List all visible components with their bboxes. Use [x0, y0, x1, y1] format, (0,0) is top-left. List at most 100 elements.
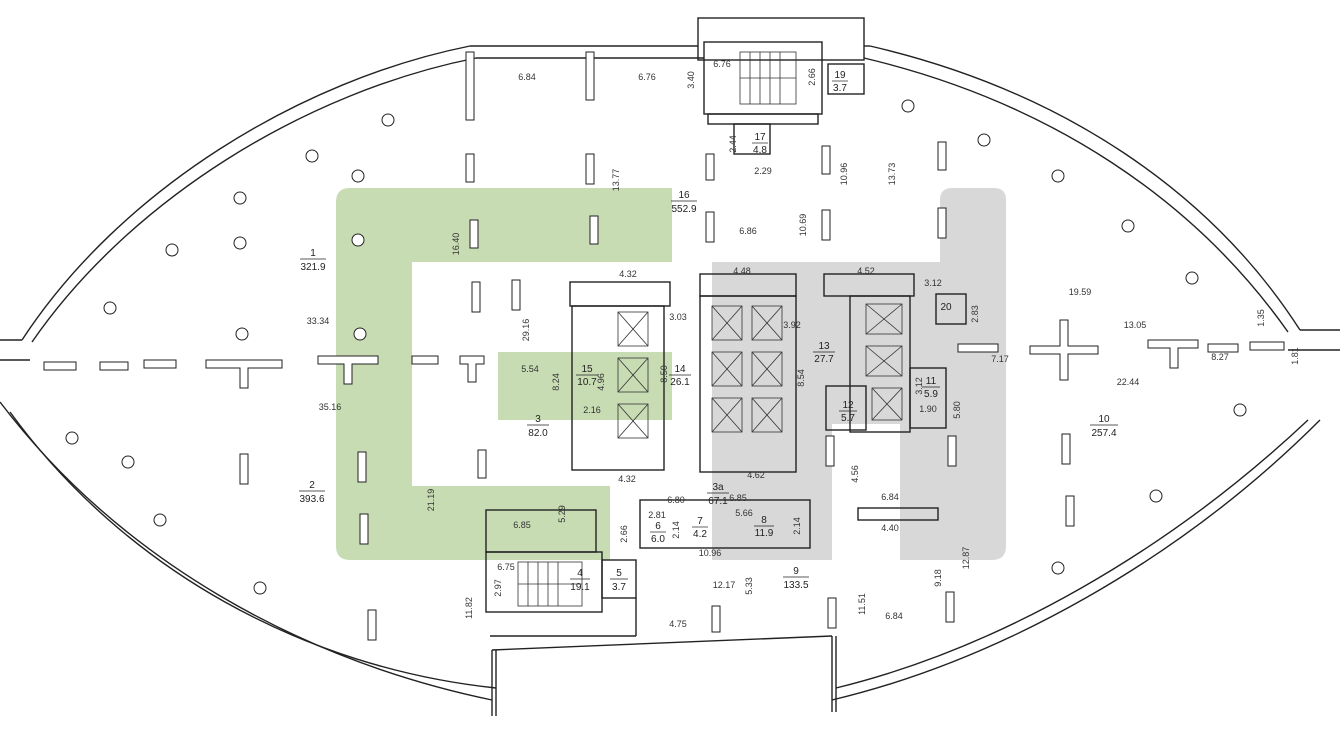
svg-text:5.29: 5.29	[557, 505, 567, 523]
svg-text:11.82: 11.82	[464, 597, 474, 619]
svg-text:393.6: 393.6	[299, 494, 324, 505]
elevator-shafts	[617, 303, 903, 439]
svg-text:2.66: 2.66	[807, 68, 817, 86]
svg-text:7.17: 7.17	[991, 354, 1009, 364]
room-13: 13 27.7	[813, 341, 835, 365]
svg-text:5.54: 5.54	[521, 364, 539, 374]
svg-text:6.75: 6.75	[497, 562, 515, 572]
room-8: 8 11.9	[754, 515, 774, 539]
svg-text:35.16: 35.16	[319, 402, 342, 412]
room-3: 3 82.0	[527, 414, 549, 439]
svg-text:6.76: 6.76	[638, 72, 656, 82]
svg-text:11.9: 11.9	[755, 528, 774, 539]
watermark-logo	[336, 188, 1006, 560]
svg-text:3a: 3a	[712, 482, 724, 493]
room-17: 17 4.8	[752, 132, 768, 156]
svg-text:4.2: 4.2	[693, 529, 707, 540]
svg-text:8.27: 8.27	[1211, 352, 1229, 362]
svg-text:12.17: 12.17	[713, 580, 736, 590]
svg-text:8: 8	[761, 515, 767, 526]
svg-text:3.03: 3.03	[669, 312, 687, 322]
svg-text:12.87: 12.87	[961, 547, 971, 570]
svg-text:2.83: 2.83	[970, 305, 980, 323]
svg-text:5.9: 5.9	[924, 389, 938, 400]
logo-gray-frame	[712, 188, 1006, 560]
svg-text:3.7: 3.7	[612, 582, 626, 593]
room-20: 20	[940, 302, 952, 313]
core-walls	[485, 41, 967, 637]
svg-text:3.12: 3.12	[914, 377, 924, 395]
svg-text:16.40: 16.40	[451, 233, 461, 256]
svg-text:22.44: 22.44	[1117, 377, 1140, 387]
svg-text:11.51: 11.51	[857, 593, 867, 615]
svg-text:5.7: 5.7	[841, 413, 855, 424]
svg-text:3.40: 3.40	[686, 71, 696, 89]
svg-text:6.80: 6.80	[667, 495, 685, 505]
svg-text:19.59: 19.59	[1069, 287, 1092, 297]
svg-text:7: 7	[697, 516, 703, 527]
room-9: 9 133.5	[783, 566, 809, 591]
svg-text:6.76: 6.76	[713, 59, 731, 69]
svg-text:21.19: 21.19	[426, 489, 436, 512]
svg-text:8.24: 8.24	[551, 373, 561, 391]
svg-text:17: 17	[754, 132, 766, 143]
svg-text:82.0: 82.0	[528, 428, 548, 439]
svg-text:11: 11	[926, 376, 937, 387]
svg-text:3: 3	[535, 414, 541, 425]
svg-text:2.16: 2.16	[583, 405, 601, 415]
svg-text:2.29: 2.29	[754, 166, 772, 176]
svg-text:10.96: 10.96	[839, 163, 849, 186]
svg-text:2.14: 2.14	[792, 517, 802, 535]
svg-text:4.40: 4.40	[881, 523, 899, 533]
svg-text:6.84: 6.84	[518, 72, 536, 82]
svg-text:3.92: 3.92	[783, 320, 801, 330]
svg-text:5.66: 5.66	[735, 508, 753, 518]
columns	[65, 99, 1247, 595]
room-6: 6 6.0	[650, 521, 666, 545]
svg-text:4: 4	[577, 568, 583, 579]
logo-green-frame	[336, 188, 672, 560]
outer-shell	[0, 17, 1340, 716]
room-10: 10 257.4	[1090, 414, 1118, 439]
svg-text:4.96: 4.96	[596, 373, 606, 391]
svg-text:1.90: 1.90	[919, 404, 937, 414]
svg-text:2.97: 2.97	[493, 579, 503, 597]
svg-text:13.73: 13.73	[887, 163, 897, 186]
svg-text:2.44: 2.44	[728, 135, 738, 153]
svg-text:33.34: 33.34	[307, 316, 330, 326]
room-16: 16 552.9	[671, 190, 697, 215]
svg-text:1.35: 1.35	[1256, 309, 1266, 327]
svg-text:2: 2	[309, 480, 315, 491]
svg-text:6.86: 6.86	[739, 226, 757, 236]
svg-text:6.85: 6.85	[729, 493, 747, 503]
svg-text:6.84: 6.84	[881, 492, 899, 502]
svg-text:8.50: 8.50	[659, 365, 669, 383]
room-11: 11 5.9	[922, 376, 940, 400]
room-12: 12 5.7	[839, 400, 857, 424]
room-labels: 1 321.9 2 393.6 3 82.0 3a 67.1 4 19.1 5 …	[299, 70, 1118, 593]
svg-text:5: 5	[616, 568, 622, 579]
svg-text:5.80: 5.80	[952, 401, 962, 419]
svg-text:2.66: 2.66	[619, 525, 629, 543]
svg-text:20: 20	[940, 302, 952, 313]
svg-text:4.52: 4.52	[857, 266, 875, 276]
svg-text:6.0: 6.0	[651, 534, 665, 545]
room-7: 7 4.2	[692, 516, 708, 540]
svg-text:4.56: 4.56	[850, 465, 860, 483]
room-1: 1 321.9	[300, 248, 326, 273]
dimension-labels: 6.84 6.76 3.40 6.76 2.66 2.44 2.29 1 3.7 7…	[307, 59, 1300, 629]
room-19: 19 3.7	[832, 70, 848, 94]
room-14: 14 26.1	[669, 364, 691, 388]
svg-text:2.81: 2.81	[648, 510, 666, 520]
svg-text:4.32: 4.32	[619, 269, 637, 279]
svg-text:1: 1	[310, 248, 316, 259]
svg-text:15: 15	[581, 364, 593, 375]
svg-text:26.1: 26.1	[670, 377, 690, 388]
room-15: 15 10.7	[576, 364, 598, 388]
svg-text:3.12: 3.12	[924, 278, 942, 288]
svg-text:2.14: 2.14	[671, 521, 681, 539]
room-3a: 3a 67.1	[707, 482, 729, 507]
svg-text:4.32: 4.32	[618, 474, 636, 484]
svg-text:257.4: 257.4	[1091, 428, 1116, 439]
